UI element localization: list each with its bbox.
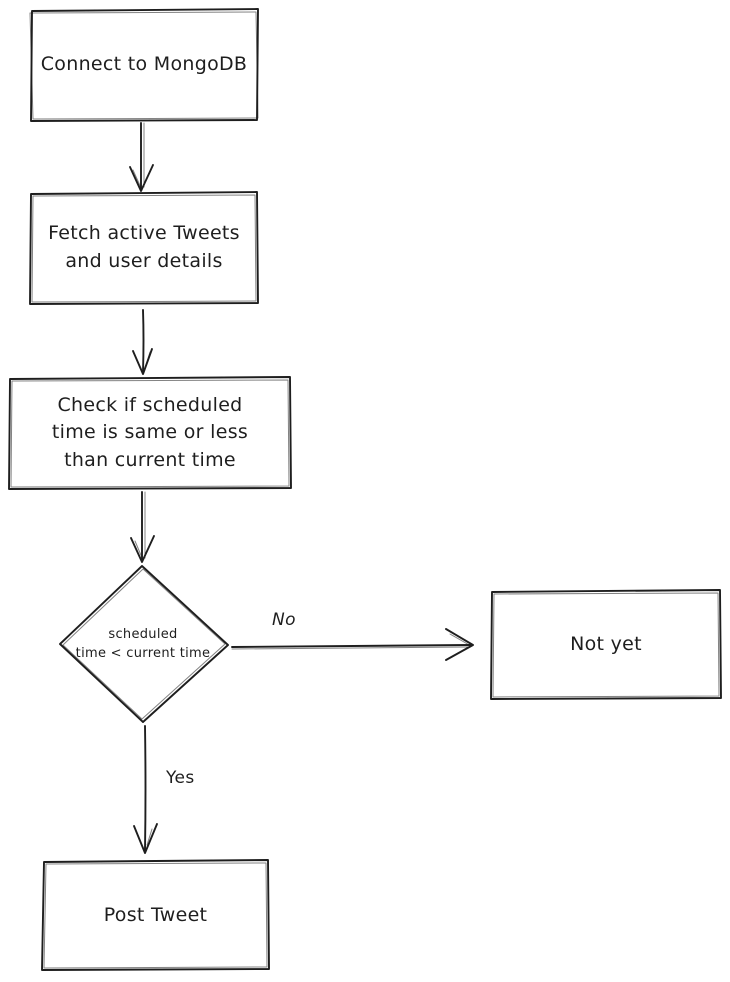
check-schedule-label-line: time is same or less [51,421,249,444]
connect-mongodb-label-line: Connect to MongoDB [40,53,248,76]
not-yet-label-line: Not yet [570,633,642,656]
decision-label-line: scheduled [108,626,178,642]
arrow-no-branch [231,628,474,661]
check-schedule-node [8,376,292,490]
yes-edge-label: Yes [166,768,195,788]
arrow-check-to-decision [130,491,155,563]
post-tweet-node [41,859,270,971]
connect-mongodb-label: Connect to MongoDB [31,10,257,120]
check-schedule-label-line: Check if scheduled [57,393,243,416]
post-tweet-label: Post Tweet [43,862,268,970]
arrow-fetch-to-check [132,309,153,375]
check-schedule-label-line: than current time [64,448,236,471]
not-yet-node [490,589,722,700]
connect-mongodb-node [29,8,259,122]
arrow-yes-branch [133,725,158,854]
decision-diamond-label: scheduled time < current time [62,598,224,690]
check-schedule-label: Check if scheduled time is same or less … [10,378,290,488]
arrow-connect-to-fetch [129,122,154,192]
fetch-tweets-label-line: and user details [65,250,223,272]
fetch-tweets-label: Fetch active Tweets and user details [31,193,257,303]
fetch-tweets-label-line: Fetch active Tweets [48,222,240,245]
fetch-tweets-node [29,191,259,305]
decision-diamond [59,565,229,723]
no-edge-label: No [272,610,296,630]
post-tweet-label-line: Post Tweet [103,904,208,927]
decision-label-line: time < current time [75,646,211,661]
not-yet-label: Not yet [492,592,720,698]
